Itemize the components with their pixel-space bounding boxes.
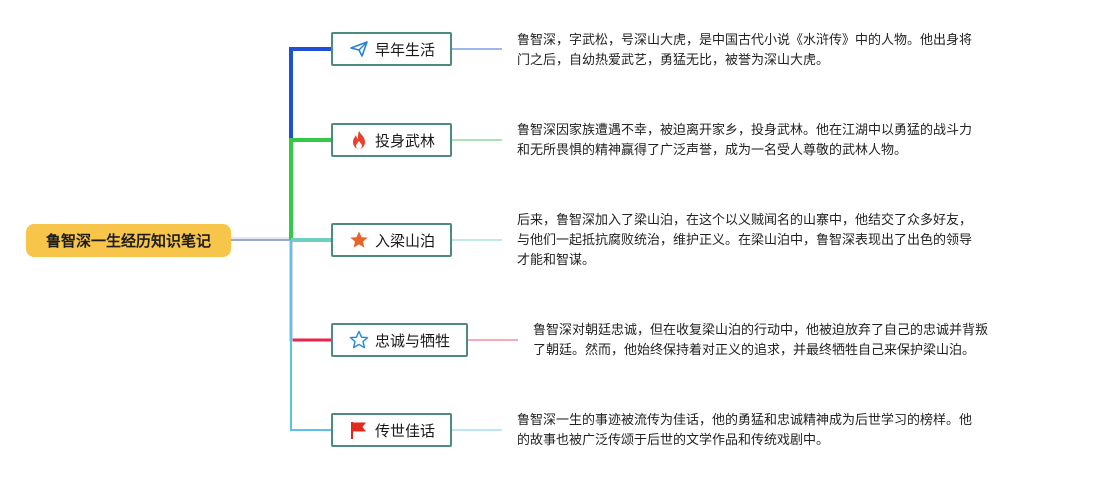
star-filled-icon bbox=[349, 230, 369, 250]
topic-loyalty-sacrifice[interactable]: 忠诚与牺牲 bbox=[331, 323, 468, 357]
branch-line-2 bbox=[289, 138, 331, 240]
root-title: 鲁智深一生经历知识笔记 bbox=[45, 232, 211, 250]
topic-label: 传世佳话 bbox=[375, 421, 436, 440]
topic-label: 入梁山泊 bbox=[375, 231, 436, 250]
topic-martial-world[interactable]: 投身武林 bbox=[331, 123, 452, 157]
note-legacy: 鲁智深一生的事迹被流传为佳话，他的勇猛和忠诚精神成为后世学习的榜样。他 的故事也… bbox=[517, 413, 973, 448]
flag-icon bbox=[349, 420, 369, 440]
topic-early-life[interactable]: 早年生活 bbox=[331, 32, 452, 66]
branch-line-4 bbox=[289, 240, 331, 342]
note-martial-world: 鲁智深因家族遭遇不幸，被迫离开家乡，投身武林。他在江湖中以勇猛的战斗力 和无所畏… bbox=[517, 123, 973, 158]
topic-liangshan[interactable]: 入梁山泊 bbox=[331, 223, 452, 257]
topic-legacy[interactable]: 传世佳话 bbox=[331, 413, 452, 447]
branch-line-1 bbox=[289, 47, 331, 240]
note-early-life: 鲁智深，字武松，号深山大虎，是中国古代小说《水浒传》中的人物。他出身将 门之后，… bbox=[517, 33, 973, 68]
root-topic[interactable]: 鲁智深一生经历知识笔记 bbox=[26, 224, 231, 257]
topic-label: 忠诚与牺牲 bbox=[375, 331, 451, 350]
branch-line-5 bbox=[290, 240, 331, 431]
topic-label: 投身武林 bbox=[375, 131, 436, 150]
topic-label: 早年生活 bbox=[375, 40, 436, 59]
fire-icon bbox=[349, 130, 369, 150]
star-outline-icon bbox=[349, 330, 369, 350]
note-loyalty-sacrifice: 鲁智深对朝廷忠诚，但在收复梁山泊的行动中，他被迫放弃了自己的忠诚并背叛 了朝廷。… bbox=[533, 323, 989, 358]
note-liangshan: 后来，鲁智深加入了梁山泊，在这个以义贼闻名的山寨中，他结交了众多好友， 与他们一… bbox=[517, 213, 973, 268]
paper-plane-icon bbox=[349, 39, 369, 59]
